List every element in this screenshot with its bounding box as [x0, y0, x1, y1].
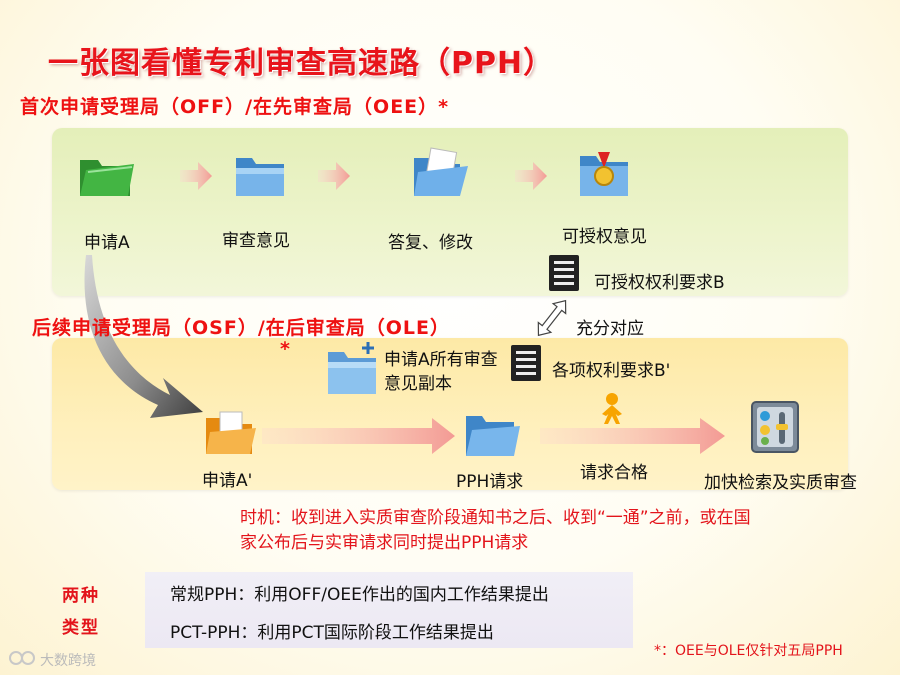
document-icon — [548, 254, 580, 296]
claims-b-label: 可授权权利要求B — [594, 273, 725, 293]
blue-folder-icon-2 — [462, 408, 522, 464]
claims-b-prime-label: 各项权利要求B' — [552, 361, 671, 381]
step-label-allowable: 可授权意见 — [562, 227, 647, 247]
step-label-pph-request: PPH请求 — [456, 472, 524, 492]
footnote: *：OEE与OLE仅针对五局PPH — [654, 643, 843, 659]
document-icon-2 — [510, 344, 542, 386]
type-pct-pph: PCT-PPH：利用PCT国际阶段工作结果提出 — [170, 623, 494, 643]
section-label-first-office: 首次申请受理局（OFF）/在先审查局（OEE）* — [20, 96, 450, 118]
correspond-label: 充分对应 — [576, 319, 644, 339]
timing-note: 时机：收到进入实质审查阶段通知书之后、收到“一通”之前，或在国家公布后与实审请求… — [240, 508, 751, 553]
open-folder-icon — [410, 146, 470, 204]
step-label-accelerated: 加快检索及实质审查 — [704, 473, 857, 493]
orange-folder-icon — [202, 408, 258, 462]
types-box — [145, 572, 633, 648]
section-label-later-office: 后续申请受理局（OSF）/在后审查局（OLE） — [32, 317, 450, 339]
step-label-office-action: 审查意见 — [222, 231, 290, 251]
copies-label: 申请A所有审查意见副本 — [384, 350, 498, 394]
green-folder-icon — [76, 150, 136, 204]
control-panel-icon — [750, 400, 800, 458]
type-regular-pph: 常规PPH：利用OFF/OEE作出的国内工作结果提出 — [170, 585, 549, 605]
types-label: 两种类型 — [62, 586, 100, 638]
section-asterisk: * — [280, 338, 291, 360]
step-label-qualified: 请求合格 — [580, 463, 648, 483]
blue-folder-icon — [232, 150, 288, 204]
folder-plus-icon — [326, 340, 380, 402]
award-folder-icon — [576, 148, 632, 206]
step-label-application-a-prime: 申请A' — [202, 471, 253, 491]
watermark-text: 大数跨境 — [40, 653, 96, 669]
double-arrow — [537, 299, 567, 337]
page-title: 一张图看懂专利审查高速路（PPH） — [48, 46, 555, 81]
step-label-response: 答复、修改 — [388, 233, 473, 253]
step-label-application-a: 申请A — [84, 233, 130, 253]
person-icon — [598, 392, 626, 430]
watermark-logo-icon — [8, 648, 36, 672]
